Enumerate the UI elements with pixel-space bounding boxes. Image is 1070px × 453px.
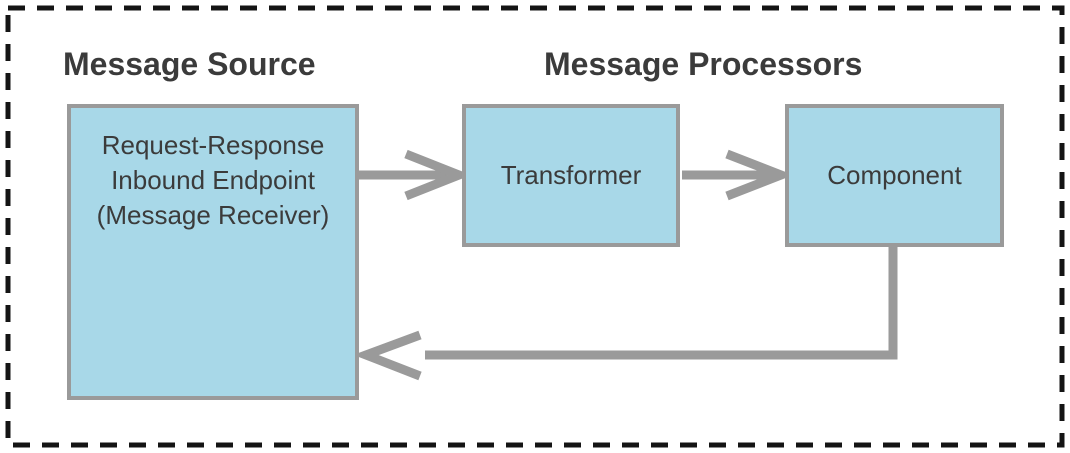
arrow-component-to-endpoint [353,247,898,381]
node-endpoint-line-1: Request-Response [101,130,325,160]
node-component: Component [785,104,1004,247]
arrow-endpoint-to-transformer [359,149,472,201]
heading-message-processors: Message Processors [544,46,863,82]
heading-message-source: Message Source [63,46,316,82]
node-component-label: Component [827,160,962,190]
node-request-response-inbound-endpoint: Request-Response Inbound Endpoint (Messa… [67,104,359,400]
node-transformer-label: Transformer [500,160,642,190]
node-transformer: Transformer [462,104,680,247]
arrow-transformer-to-component [682,149,794,201]
node-endpoint-line-3: (Message Receiver) [96,200,330,230]
node-endpoint-line-2: Inbound Endpoint [111,165,315,195]
